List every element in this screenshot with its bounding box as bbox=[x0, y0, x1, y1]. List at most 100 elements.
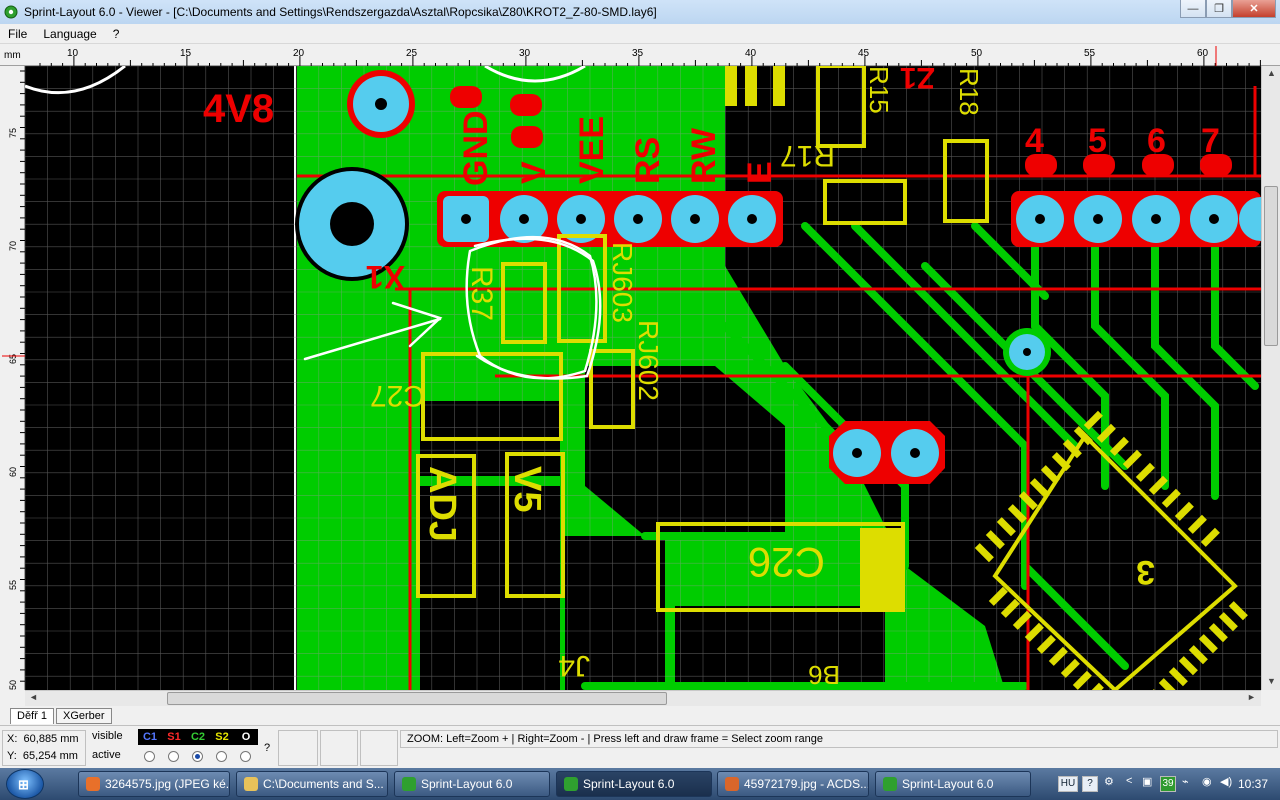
active-s2-radio[interactable] bbox=[216, 751, 227, 762]
taskbar-item[interactable]: Sprint-Layout 6.0 bbox=[394, 771, 550, 797]
pcb-canvas[interactable]: 4V8 GND V VEE RS RW E 4 5 6 7 Z1 X1 R17 … bbox=[25, 66, 1261, 690]
ruler-label: 10 bbox=[67, 48, 79, 59]
label-v5: V5 bbox=[506, 466, 548, 512]
visible-label: visible bbox=[92, 730, 123, 742]
label-4v8: 4V8 bbox=[203, 87, 274, 131]
help-icon[interactable]: ? bbox=[1082, 776, 1098, 792]
usb-icon[interactable]: ⌁ bbox=[1182, 776, 1189, 788]
clock[interactable]: 10:37 bbox=[1238, 777, 1269, 791]
power-icon[interactable]: ◉ bbox=[1202, 776, 1212, 788]
label-x1: X1 bbox=[366, 259, 405, 295]
ruler-label: 70 bbox=[8, 241, 18, 251]
menu-bar: File Language ? bbox=[0, 24, 1280, 44]
sprint-layout-icon bbox=[883, 777, 897, 791]
close-button[interactable]: ✕ bbox=[1232, 0, 1276, 18]
top-ruler: mm 10 15 20 25 30 35 40 45 50 55 60 bbox=[0, 44, 1280, 66]
windows-logo-icon: ⊞ bbox=[18, 777, 29, 792]
label-gnd: GND bbox=[457, 110, 495, 186]
show-hidden-icons[interactable]: < bbox=[1126, 775, 1133, 787]
layer-s2-toggle[interactable]: S2 bbox=[210, 729, 234, 745]
volume-icon[interactable]: ◀) bbox=[1220, 776, 1233, 788]
ruler-label: 35 bbox=[632, 48, 644, 59]
right-header bbox=[1011, 191, 1261, 247]
horizontal-scrollbar[interactable]: ◄ ► bbox=[25, 690, 1261, 706]
active-o-radio[interactable] bbox=[240, 751, 251, 762]
status-panel bbox=[320, 730, 358, 766]
ruler-unit: mm bbox=[4, 50, 21, 61]
ruler-label: 65 bbox=[8, 354, 18, 364]
menu-help[interactable]: ? bbox=[112, 26, 120, 41]
vertical-scroll-thumb[interactable] bbox=[1264, 186, 1278, 346]
taskbar-item[interactable]: 45972179.jpg - ACDS... bbox=[717, 771, 869, 797]
sprint-layout-icon bbox=[402, 777, 416, 791]
label-rj602: RJ602 bbox=[633, 320, 664, 401]
label-z: Z1 bbox=[900, 66, 935, 94]
status-panel bbox=[278, 730, 318, 766]
label-7: 7 bbox=[1201, 122, 1220, 160]
scroll-down-icon[interactable]: ▼ bbox=[1267, 676, 1276, 686]
horizontal-scroll-thumb[interactable] bbox=[167, 692, 667, 705]
scroll-up-icon[interactable]: ▲ bbox=[1267, 68, 1276, 78]
start-button[interactable]: ⊞ bbox=[6, 769, 44, 799]
taskbar-item[interactable]: 3264575.jpg (JPEG ké... bbox=[78, 771, 230, 797]
coordinates-readout: X: 60,885 mm Y: 65,254 mm bbox=[2, 730, 86, 766]
tab-xgerber[interactable]: XGerber bbox=[56, 708, 112, 724]
active-c1-radio[interactable] bbox=[144, 751, 155, 762]
ruler-label: 25 bbox=[406, 48, 418, 59]
layer-s1-toggle[interactable]: S1 bbox=[162, 729, 186, 745]
taskbar-item-active[interactable]: Sprint-Layout 6.0 bbox=[556, 771, 712, 797]
window-title: Sprint-Layout 6.0 - Viewer - [C:\Documen… bbox=[24, 5, 657, 19]
pcb-drawing[interactable]: 4V8 GND V VEE RS RW E 4 5 6 7 Z1 X1 R17 … bbox=[25, 66, 1261, 690]
status-bar: X: 60,885 mm Y: 65,254 mm visible C1 S1 … bbox=[0, 726, 1280, 768]
tray-counter-badge[interactable]: 39 bbox=[1160, 776, 1176, 792]
language-indicator[interactable]: HU bbox=[1058, 776, 1078, 792]
label-rw: RW bbox=[685, 127, 723, 184]
minimize-button[interactable]: — bbox=[1180, 0, 1206, 18]
silk-fills bbox=[725, 66, 902, 610]
tray-config-icon[interactable]: ⚙ bbox=[1104, 776, 1114, 788]
layer-o-toggle[interactable]: O bbox=[234, 729, 258, 745]
ruler-label: 75 bbox=[8, 128, 18, 138]
annotation-marks bbox=[303, 236, 602, 380]
layer-panel: visible C1 S1 C2 S2 O active bbox=[88, 728, 260, 766]
menu-file[interactable]: File bbox=[8, 26, 28, 41]
scroll-left-icon[interactable]: ◄ bbox=[29, 692, 38, 702]
ruler-label: 45 bbox=[858, 48, 870, 59]
label-c27: C27 bbox=[370, 379, 425, 412]
y-label: Y: bbox=[7, 750, 17, 762]
folder-icon bbox=[244, 777, 258, 791]
ruler-label: 50 bbox=[8, 680, 18, 690]
zoom-help-text: ZOOM: Left=Zoom + | Right=Zoom - | Press… bbox=[400, 730, 1278, 748]
label-c26: C26 bbox=[748, 539, 825, 586]
scroll-right-icon[interactable]: ► bbox=[1247, 692, 1256, 702]
label-rs: RS bbox=[629, 137, 667, 184]
x-label: X: bbox=[7, 733, 18, 745]
active-c2-radio[interactable] bbox=[192, 751, 203, 762]
layer-help-button[interactable]: ? bbox=[264, 742, 271, 754]
network-icon[interactable]: ▣ bbox=[1142, 776, 1153, 788]
layer-c2-toggle[interactable]: C2 bbox=[186, 729, 210, 745]
firefox-icon bbox=[86, 777, 100, 791]
active-s1-radio[interactable] bbox=[168, 751, 179, 762]
smd-pads bbox=[450, 86, 1232, 176]
tab-sheet-1[interactable]: Děfř 1 bbox=[10, 708, 54, 724]
menu-language[interactable]: Language bbox=[43, 26, 97, 41]
taskbar-item[interactable]: C:\Documents and S... bbox=[236, 771, 388, 797]
taskbar-item[interactable]: Sprint-Layout 6.0 bbox=[875, 771, 1031, 797]
layer-visible-row: visible C1 S1 C2 S2 O bbox=[88, 728, 260, 746]
label-r15: R15 bbox=[864, 66, 894, 114]
ruler-label: 50 bbox=[971, 48, 983, 59]
left-ruler: 75 70 65 60 55 50 bbox=[0, 66, 25, 690]
sheet-tabs: Děfř 1 XGerber bbox=[0, 706, 1280, 726]
label-4: 4 bbox=[1025, 122, 1044, 160]
label-r18: R18 bbox=[954, 68, 984, 116]
ruler-label: 60 bbox=[8, 467, 18, 477]
sprint-layout-icon bbox=[564, 777, 578, 791]
maximize-button[interactable]: ❐ bbox=[1206, 0, 1232, 18]
layer-active-row: active bbox=[88, 747, 260, 765]
layer-c1-toggle[interactable]: C1 bbox=[138, 729, 162, 745]
vertical-scrollbar[interactable]: ▲ ▼ bbox=[1261, 66, 1280, 690]
ruler-label: 20 bbox=[293, 48, 305, 59]
label-e: E bbox=[741, 161, 779, 184]
